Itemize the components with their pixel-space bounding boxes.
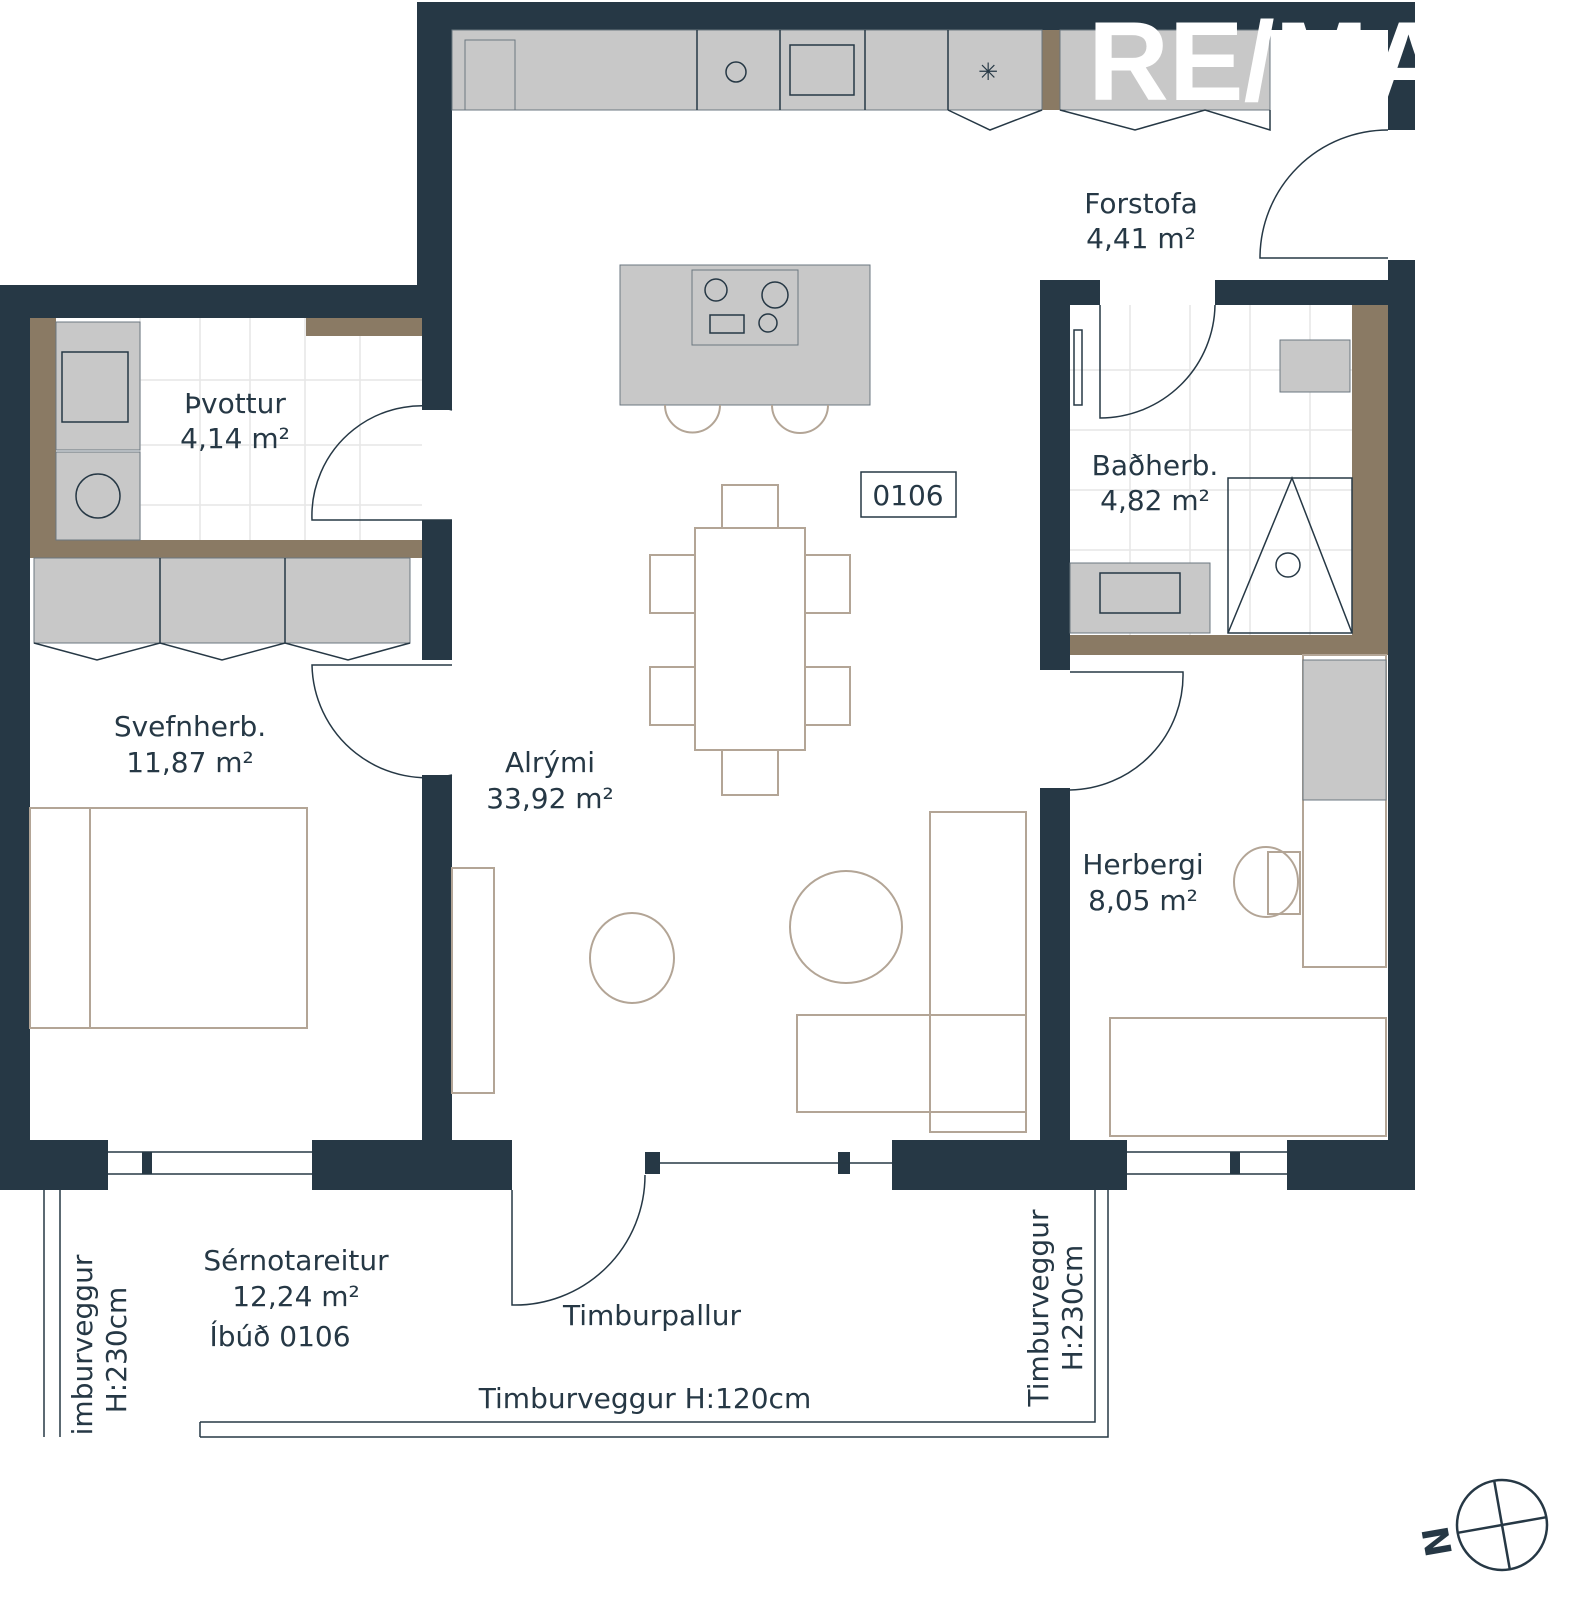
outdoor-name: Sérnotareitur — [203, 1244, 389, 1277]
unit-tag-box — [860, 471, 957, 518]
wall-right-label-a: Timburveggur — [1022, 1209, 1055, 1407]
wall-left-label-a: imburveggur — [66, 1254, 99, 1435]
deck-label: Timburpallur — [562, 1299, 742, 1332]
room-name-badherb: Baðherb. — [1092, 449, 1219, 482]
room-name-forstofa: Forstofa — [1084, 187, 1197, 220]
kitchen-counter: ✳ — [451, 29, 1271, 132]
laundry-fixtures — [33, 321, 411, 661]
room-name-thvottur: Þvottur — [184, 387, 286, 420]
doors — [311, 129, 1389, 1306]
room-area-svefnherb: 11,87 m² — [126, 746, 254, 779]
room-area-thvottur: 4,14 m² — [180, 422, 290, 455]
kitchen-island — [619, 264, 871, 434]
walls — [0, 2, 1415, 1190]
remax-logo: RE/MAX — [1088, 0, 1524, 124]
outdoor-area: 12,24 m² — [232, 1280, 360, 1313]
wood-panels — [30, 30, 1388, 655]
room-area-alrymi: 33,92 m² — [486, 782, 614, 815]
wall-right-label-b: H:230cm — [1056, 1245, 1089, 1372]
room-area-badherb: 4,82 m² — [1100, 484, 1210, 517]
room-name-herbergi: Herbergi — [1082, 848, 1203, 881]
room-area-herbergi: 8,05 m² — [1088, 884, 1198, 917]
bathroom-fixtures — [1069, 304, 1353, 634]
wall-left-label-b: H:230cm — [100, 1287, 133, 1414]
room-name-alrymi: Alrými — [505, 746, 595, 779]
room-name-svefnherb: Svefnherb. — [114, 710, 266, 743]
room-area-forstofa: 4,41 m² — [1086, 222, 1196, 255]
furniture — [29, 484, 1387, 1137]
terrace — [43, 1190, 1109, 1438]
freezer-icon: ✳ — [978, 58, 998, 86]
outdoor-unit: Íbúð 0106 — [209, 1319, 350, 1353]
compass-icon: N — [1416, 1478, 1549, 1572]
unit-tag: 0106 — [872, 479, 943, 512]
compass-north-label: N — [1416, 1523, 1462, 1560]
wall-bottom-label: Timburveggur H:120cm — [478, 1382, 811, 1415]
